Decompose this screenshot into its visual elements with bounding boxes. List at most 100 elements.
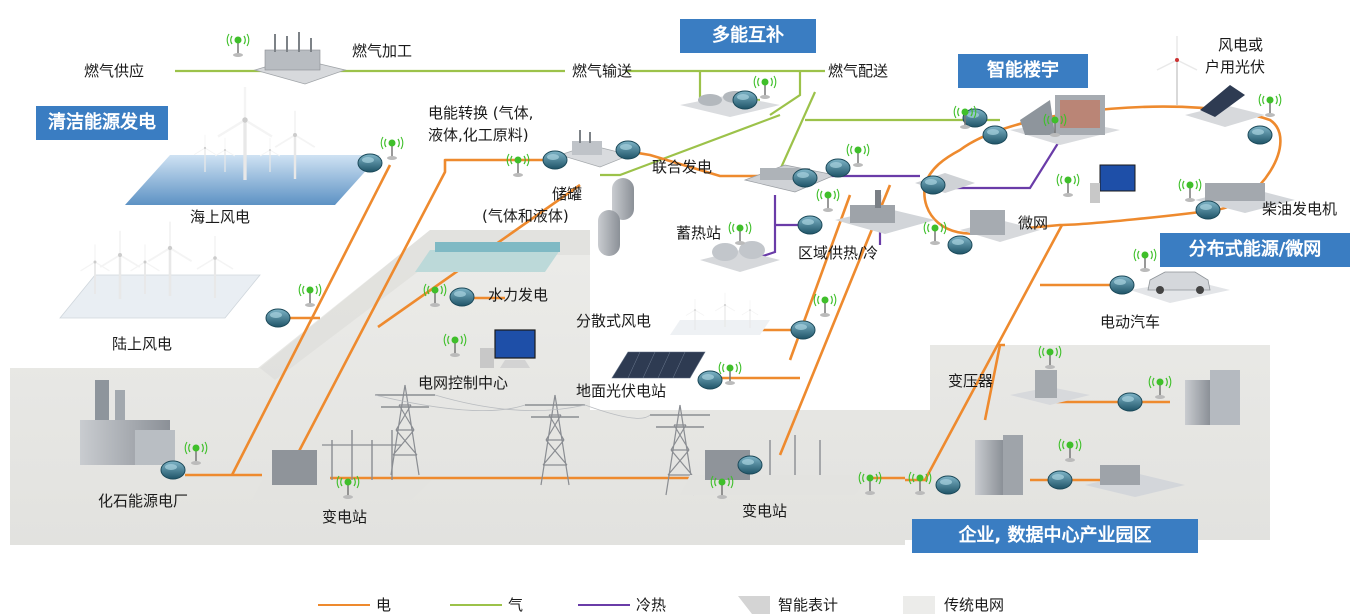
antenna-icon <box>846 143 870 168</box>
hydro-icon <box>415 242 560 272</box>
multi-energy-badge: 多能互补 <box>680 19 816 53</box>
smart-meter-icon <box>697 370 723 390</box>
label-substation-2: 变电站 <box>742 502 788 520</box>
building-icon <box>975 435 1023 495</box>
smart-meter-icon <box>947 235 973 255</box>
building-icon <box>1010 95 1120 145</box>
transformer-icon <box>1010 370 1090 405</box>
enterprise-badge: 企业, 数据中心产业园区 <box>912 519 1198 553</box>
label-gas-supply: 燃气供应 <box>84 62 145 80</box>
smart-meter-icon <box>449 287 475 307</box>
label-storage-tank-1: 储罐 <box>552 185 583 203</box>
label-heat-storage: 蓄热站 <box>676 224 722 242</box>
substation-icon <box>680 435 870 495</box>
label-microgrid: 微网 <box>1018 214 1049 232</box>
smart-meter-icon <box>1109 275 1135 295</box>
building-icon <box>960 210 1040 242</box>
label-distributed-wind: 分散式风电 <box>576 312 652 330</box>
antenna-icon <box>813 293 837 318</box>
legend-meter: 智能表计 <box>778 596 839 614</box>
label-wind-pv-2: 户用光伏 <box>1205 58 1266 76</box>
smart-meter-icon <box>1117 392 1143 412</box>
label-substation-1: 变电站 <box>322 508 368 526</box>
smart-meter-icon <box>790 320 816 340</box>
building-icon <box>1185 370 1240 425</box>
traditional-grid-area <box>10 230 1270 545</box>
label-fossil-plant: 化石能源电厂 <box>98 492 189 510</box>
smart-meter-icon <box>1195 200 1221 220</box>
antenna-icon <box>753 75 777 100</box>
smart-meter-icon <box>792 168 818 188</box>
factory-icon <box>1195 183 1295 213</box>
label-gas-transport: 燃气输送 <box>572 62 633 80</box>
factory-icon <box>1085 465 1185 497</box>
label-onshore-wind: 陆上风电 <box>112 335 173 353</box>
wind-turbine-icon <box>670 292 770 335</box>
smart-meter-icon <box>542 150 568 170</box>
label-transformer: 变压器 <box>948 372 994 390</box>
solar-panel-icon <box>1185 85 1265 127</box>
onshore-wind-icon <box>59 220 261 319</box>
car-icon <box>1130 271 1230 303</box>
factory-icon <box>80 380 175 465</box>
label-hydro: 水力发电 <box>488 286 549 304</box>
smart-meter-icon <box>160 460 186 480</box>
wind-turbine-icon <box>1156 36 1198 105</box>
antenna-icon <box>226 33 250 58</box>
label-storage-tank-2: (气体和液体) <box>482 207 569 225</box>
antenna-icon <box>1258 93 1282 118</box>
monitor-icon <box>480 329 536 368</box>
label-power-conversion-2: 液体,化工原料) <box>428 126 529 144</box>
clean-energy-badge: 清洁能源发电 <box>36 106 168 140</box>
gas-processing-icon <box>253 32 347 85</box>
smart-meter-icon <box>825 158 851 178</box>
legend-cooling: 冷热 <box>636 596 667 614</box>
distributed-energy-badge: 分布式能源/微网 <box>1160 233 1350 267</box>
solar-panel-icon <box>611 351 706 379</box>
antenna-icon <box>506 153 530 178</box>
antenna-icon <box>1056 173 1080 198</box>
smart-meter-icon <box>265 308 291 328</box>
label-ground-pv: 地面光伏电站 <box>576 382 667 400</box>
legend-gas: 气 <box>508 596 524 614</box>
label-district-heating: 区域供热/冷 <box>798 244 879 262</box>
smart-meter-icon <box>615 140 641 160</box>
smart-building-badge: 智能楼宇 <box>958 54 1088 88</box>
tank-icon <box>598 178 634 256</box>
legend-meter-swatch <box>738 596 770 614</box>
label-offshore-wind: 海上风电 <box>190 208 251 226</box>
factory-icon <box>835 190 935 234</box>
label-ev: 电动汽车 <box>1100 313 1161 331</box>
label-power-conversion-1: 电能转换 (气体, <box>428 104 534 122</box>
antenna-icon <box>298 283 322 308</box>
label-gas-distribution: 燃气配送 <box>828 62 889 80</box>
label-grid-control: 电网控制中心 <box>418 374 509 392</box>
smart-meter-icon <box>357 153 383 173</box>
smart-meter-icon <box>982 125 1008 145</box>
antenna-icon <box>1178 178 1202 203</box>
label-combined-power: 联合发电 <box>652 158 713 176</box>
antenna-icon <box>1133 248 1157 273</box>
cooling-lines <box>744 139 1061 264</box>
substation-icon <box>252 430 432 500</box>
legend-grid: 传统电网 <box>944 596 1005 614</box>
smart-meter-icon <box>797 215 823 235</box>
monitor-icon <box>1090 164 1136 203</box>
legend-grid-swatch <box>903 596 935 614</box>
offshore-wind-icon <box>125 85 380 205</box>
antenna-icon <box>380 136 404 161</box>
label-wind-pv-1: 风电或 <box>1218 36 1264 54</box>
combined-power-icon <box>743 164 837 193</box>
antenna-icon <box>718 361 742 386</box>
tank-icon <box>700 241 780 272</box>
smart-meter-icon <box>732 90 758 110</box>
label-diesel: 柴油发电机 <box>1262 200 1338 218</box>
smart-meter-icon <box>1047 470 1073 490</box>
smart-meter-icon <box>737 455 763 475</box>
smart-meter-icon <box>935 475 961 495</box>
smart-meter-icon <box>920 175 946 195</box>
label-gas-processing: 燃气加工 <box>352 42 413 60</box>
legend-electric: 电 <box>376 596 392 614</box>
smart-meter-icon <box>1247 125 1273 145</box>
